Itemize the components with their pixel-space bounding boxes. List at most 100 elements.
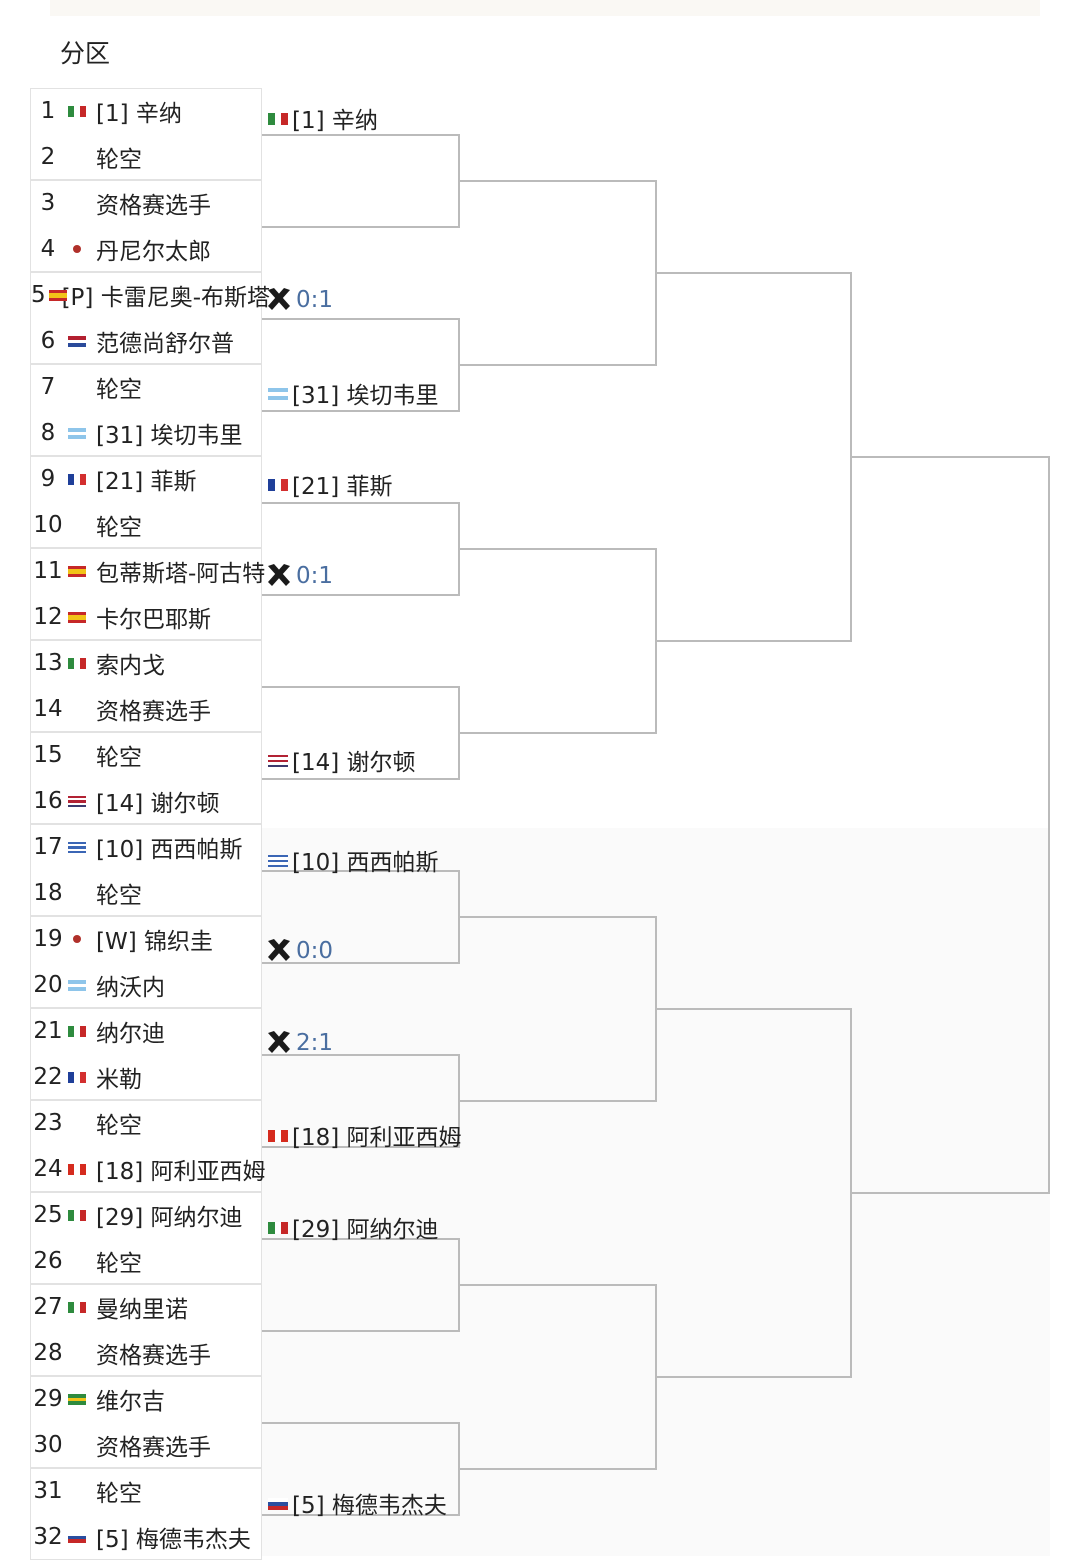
player-name[interactable]: [21] 菲斯	[96, 469, 197, 495]
player-name[interactable]: 资格赛选手	[96, 1435, 211, 1461]
draw-position-row[interactable]: 9[21] 菲斯	[30, 456, 270, 502]
spain-flag-icon	[68, 566, 86, 577]
bracket-line	[262, 1330, 458, 1332]
match-box[interactable]	[30, 272, 262, 364]
match-box[interactable]	[30, 1376, 262, 1468]
player-name[interactable]: 资格赛选手	[96, 699, 211, 725]
draw-position-row[interactable]: 5[P] 卡雷尼奥-布斯塔	[30, 272, 270, 318]
player-name[interactable]: [31] 埃切韦里	[96, 423, 243, 449]
player-name[interactable]: [P] 卡雷尼奥-布斯塔	[61, 285, 270, 311]
draw-position-row[interactable]: 24[18] 阿利亚西姆	[30, 1146, 270, 1192]
match-box[interactable]	[30, 1192, 262, 1284]
draw-position-row[interactable]: 19[W] 锦织圭	[30, 916, 270, 962]
player-name[interactable]: 丹尼尔太郎	[96, 239, 211, 265]
match-box[interactable]	[30, 456, 262, 548]
second-round-entry[interactable]: [10] 西西帕斯	[266, 840, 466, 880]
player-name[interactable]: 范德尚舒尔普	[96, 331, 234, 357]
second-round-entry[interactable]: [18] 阿利亚西姆	[266, 1115, 466, 1155]
player-name[interactable]: 轮空	[96, 377, 142, 403]
player-name[interactable]: 轮空	[96, 147, 142, 173]
second-round-entry[interactable]: 0:1	[266, 280, 466, 320]
match-box[interactable]	[30, 88, 262, 180]
player-name[interactable]: 资格赛选手	[96, 193, 211, 219]
player-name[interactable]: 轮空	[96, 745, 142, 771]
player-name[interactable]: [5] 梅德韦杰夫	[96, 1527, 251, 1553]
draw-position-row[interactable]: 8[31] 埃切韦里	[30, 410, 270, 456]
player-name[interactable]: 轮空	[96, 1481, 142, 1507]
player-name[interactable]: [10] 西西帕斯	[96, 837, 243, 863]
draw-position-row[interactable]: 17[10] 西西帕斯	[30, 824, 270, 870]
position-number: 25	[33, 1202, 63, 1228]
second-round-entry[interactable]: [14] 谢尔顿	[266, 740, 466, 780]
player-name[interactable]: [18] 阿利亚西姆	[96, 1159, 266, 1185]
match-box[interactable]	[30, 1468, 262, 1560]
advanced-player-name: [10] 西西帕斯	[292, 850, 439, 876]
player-name[interactable]: 米勒	[96, 1067, 142, 1093]
second-round-entry[interactable]: 0:1	[266, 556, 466, 596]
player-name[interactable]: [14] 谢尔顿	[96, 791, 220, 817]
second-round-entry[interactable]: [21] 菲斯	[266, 464, 466, 504]
second-round-entry[interactable]: [29] 阿纳尔迪	[266, 1207, 466, 1247]
player-name[interactable]: [1] 辛纳	[96, 101, 182, 127]
match-box[interactable]	[30, 824, 262, 916]
player-name[interactable]: 维尔吉	[96, 1389, 165, 1415]
second-round-entry[interactable]: 0:0	[266, 931, 466, 971]
second-round-entry[interactable]: [31] 埃切韦里	[266, 373, 466, 413]
second-round-entry[interactable]: 2:1	[266, 1023, 466, 1063]
draw-position-row[interactable]: 25 [29] 阿纳尔迪	[30, 1192, 270, 1238]
draw-position-row[interactable]: 16[14] 谢尔顿	[30, 778, 270, 824]
player-name[interactable]: 轮空	[96, 883, 142, 909]
match-box[interactable]	[30, 180, 262, 272]
match-box[interactable]	[30, 1008, 262, 1100]
draw-position-row[interactable]: 2 轮空	[30, 134, 270, 180]
player-name[interactable]: 纳沃内	[96, 975, 165, 1001]
second-round-entry[interactable]: [1] 辛纳	[266, 98, 466, 138]
match-box[interactable]	[30, 1100, 262, 1192]
player-name[interactable]: [29] 阿纳尔迪	[96, 1205, 243, 1231]
player-name[interactable]: 轮空	[96, 1113, 142, 1139]
match-box[interactable]	[30, 640, 262, 732]
player-name[interactable]: 资格赛选手	[96, 1343, 211, 1369]
player-name[interactable]: 包蒂斯塔-阿古特	[96, 561, 266, 587]
player-name[interactable]: 轮空	[96, 515, 142, 541]
player-name[interactable]: 纳尔迪	[96, 1021, 165, 1047]
bracket-line	[655, 272, 850, 274]
second-round-entry[interactable]: [5] 梅德韦杰夫	[266, 1483, 466, 1523]
match-box[interactable]	[30, 1284, 262, 1376]
match-box[interactable]	[30, 364, 262, 456]
player-name[interactable]: 索内戈	[96, 653, 165, 679]
advanced-player-name: [5] 梅德韦杰夫	[292, 1493, 447, 1519]
match-box[interactable]	[30, 916, 262, 1008]
player-name[interactable]: [W] 锦织圭	[96, 929, 213, 955]
match-box[interactable]	[30, 548, 262, 640]
player-name[interactable]: 卡尔巴耶斯	[96, 607, 211, 633]
match-box[interactable]	[30, 732, 262, 824]
player-name[interactable]: 曼纳里诺	[96, 1297, 188, 1323]
draw-position-row[interactable]: 32[5] 梅德韦杰夫	[30, 1514, 270, 1560]
position-number: 2	[40, 144, 56, 170]
bracket-line	[262, 686, 458, 688]
player-name[interactable]: 轮空	[96, 1251, 142, 1277]
draw-position-row[interactable]: 1[1] 辛纳	[30, 88, 270, 134]
